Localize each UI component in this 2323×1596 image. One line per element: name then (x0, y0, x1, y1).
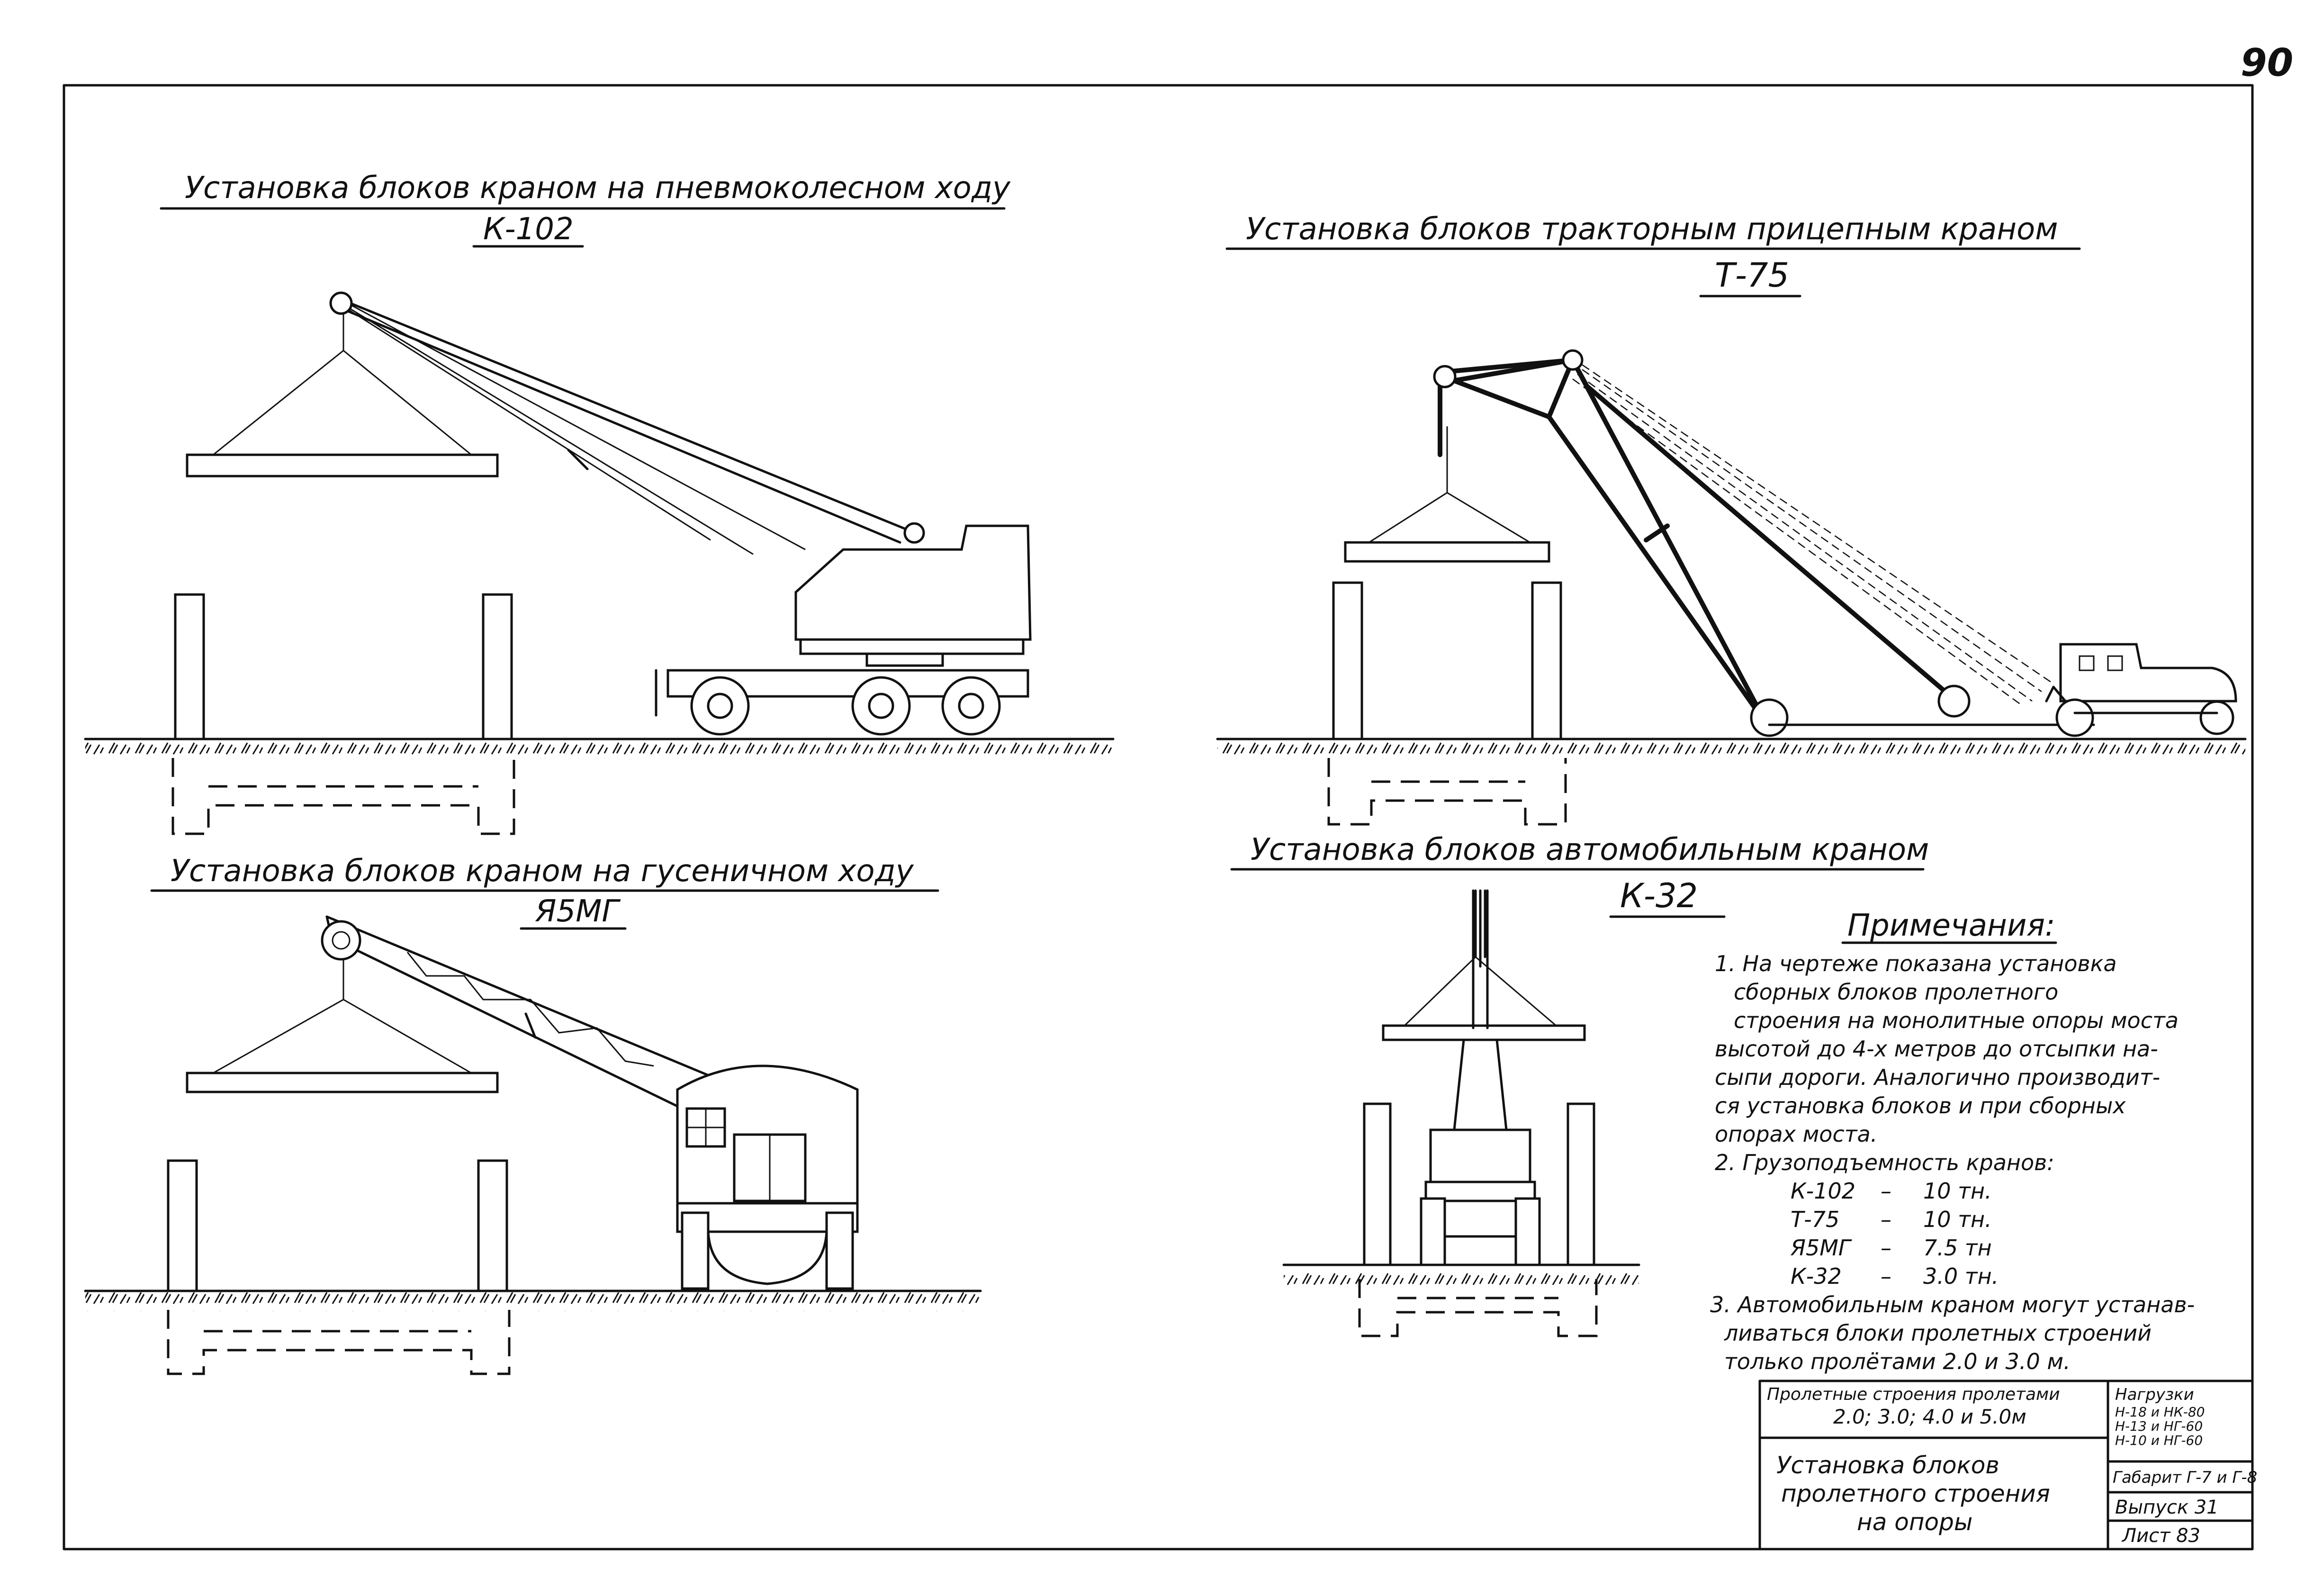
t75-model: Т-75 (1715, 256, 1789, 295)
t75-wheel (1750, 698, 1789, 737)
note-line: 3. Автомобильным краном могут устанав- (1710, 1292, 2195, 1317)
title-name-line: на опоры (1857, 1508, 1972, 1536)
ya5mg-model: Я5МГ (535, 894, 621, 929)
note-line: сборных блоков пролетного (1734, 979, 2058, 1005)
k102-model: К-102 (483, 212, 574, 247)
k32-pier-right (1567, 1102, 1595, 1266)
k32-soil (1284, 1266, 1639, 1285)
ya5mg-foundation (167, 1310, 511, 1375)
svg-text:–: – (1881, 1207, 1891, 1232)
k32-mast (1472, 889, 1489, 1029)
t75-title: Установка блоков тракторным прицепным кр… (1246, 212, 2058, 247)
k32-pier-left (1363, 1102, 1392, 1266)
notes: Примечания: 1. На чертеже показана устан… (1710, 908, 2195, 1374)
note-line: строения на монолитные опоры моста (1734, 1008, 2179, 1033)
k102-boom-sheave (329, 291, 353, 315)
sheet-frame (63, 84, 2254, 1551)
svg-text:–: – (1881, 1235, 1891, 1261)
capacity-value: 3.0 тн. (1923, 1263, 1999, 1289)
note-line: высотой до 4-х метров до отсыпки на- (1715, 1036, 2158, 1062)
title-spans-line1: Пролетные строения пролетами (1767, 1385, 2060, 1404)
capacity-crane: Т-75 (1791, 1207, 1839, 1232)
capacity-crane: Я5МГ (1790, 1235, 1852, 1261)
title-load: Н-10 и НГ-60 (2115, 1433, 2203, 1448)
title-sheet: Лист 83 (2121, 1525, 2200, 1547)
title-loads-heading: Нагрузки (2115, 1385, 2194, 1404)
k32-title: Установка блоков автомобильным краном (1251, 832, 1929, 867)
t75-wheel (2199, 700, 2234, 735)
ya5mg-diagram: Установка блоков краном на гусеничном хо… (84, 854, 982, 1375)
title-load: Н-18 и НК-80 (2115, 1404, 2205, 1420)
note-line: ливаться блоки пролетных строений (1724, 1320, 2152, 1346)
svg-text:–: – (1881, 1263, 1891, 1289)
t75-boom-sheave (1433, 365, 1457, 388)
k102-wheel (690, 676, 750, 736)
k32-model: К-32 (1620, 876, 1698, 915)
t75-diagram: Установка блоков тракторным прицепным кр… (1216, 212, 2247, 826)
ya5mg-boom-sheave (321, 920, 361, 961)
note-line: сыпи дороги. Аналогично производит- (1715, 1064, 2160, 1090)
capacity-table: К-102 – 10 тн. Т-75 – 10 тн. Я5МГ – 7.5 … (1790, 1178, 1999, 1289)
note-line: 2. Грузоподъемность кранов: (1715, 1150, 2054, 1175)
k32-foundation (1358, 1279, 1598, 1337)
k32-wheel (1514, 1197, 1541, 1266)
k102-cab (794, 524, 1032, 641)
k102-title: Установка блоков краном на пневмоколесно… (185, 171, 1011, 206)
notes-heading: Примечания: (1847, 908, 2055, 943)
t75-wheel (2055, 698, 2094, 737)
t75-soil (1217, 740, 2245, 759)
k102-diagram: Установка блоков краном на пневмоколесно… (84, 171, 1115, 835)
title-name-line: Установка блоков (1776, 1452, 1999, 1479)
capacity-value: 10 тн. (1923, 1207, 1992, 1232)
k32-beam-block (1382, 1024, 1586, 1041)
k102-wheel (941, 676, 1001, 736)
note-line: ся установка блоков и при сборных (1715, 1093, 2126, 1118)
title-block: Пролетные строения пролетами 2.0; 3.0; 4… (1758, 1380, 2257, 1551)
k102-pier-right (482, 593, 513, 740)
k102-wheel (851, 676, 911, 736)
k102-soil (85, 740, 1113, 759)
ya5mg-beam-block (186, 1072, 499, 1093)
title-issue: Выпуск 31 (2115, 1497, 2219, 1518)
capacity-value: 7.5 тн (1923, 1235, 1992, 1261)
k32-wheel (1420, 1197, 1446, 1266)
title-load: Н-13 и НГ-60 (2115, 1418, 2203, 1434)
k102-foundation (171, 758, 515, 835)
ya5mg-soil (85, 1292, 981, 1311)
note-line: только пролётами 2.0 и 3.0 м. (1724, 1349, 2071, 1374)
title-name-line: пролетного строения (1781, 1480, 2050, 1507)
note-line: опорах моста. (1715, 1121, 1877, 1147)
t75-pier-right (1531, 581, 1562, 740)
t75-beam-block (1344, 541, 1550, 563)
k32-diagram: Установка блоков автомобильным краном К-… (1230, 832, 1929, 1337)
t75-wheel (1937, 685, 1971, 718)
t75-tractor (2059, 643, 2237, 703)
svg-text:–: – (1881, 1178, 1891, 1204)
k102-beam-block (186, 453, 499, 478)
t75-pier-left (1332, 581, 1363, 740)
capacity-crane: К-102 (1791, 1178, 1855, 1204)
k102-pier-left (174, 593, 205, 740)
k32-truck (1429, 1128, 1531, 1183)
title-spans-line2: 2.0; 3.0; 4.0 и 5.0м (1833, 1405, 2026, 1428)
t75-foundation (1327, 758, 1567, 826)
ya5mg-pier-right (477, 1159, 508, 1292)
ya5mg-pier-left (167, 1159, 198, 1292)
capacity-value: 10 тн. (1923, 1178, 1992, 1204)
page-number: 90 (2241, 41, 2293, 85)
title-gabarit: Габарит Г-7 и Г-8 (2113, 1468, 2257, 1487)
capacity-crane: К-32 (1791, 1263, 1842, 1289)
note-line: 1. На чертеже показана установка (1715, 951, 2117, 976)
ya5mg-title: Установка блоков краном на гусеничном хо… (171, 854, 914, 889)
